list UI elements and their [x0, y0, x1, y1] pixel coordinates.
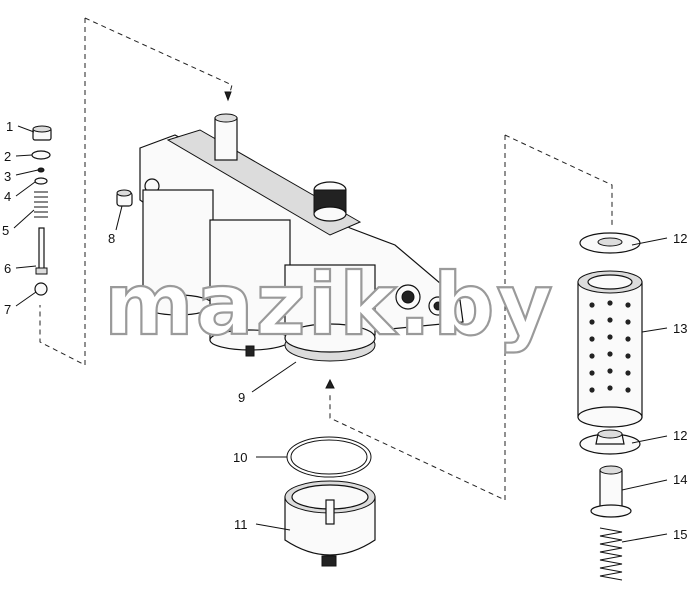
part-14-sleeve [590, 465, 632, 518]
part-8-plug [116, 189, 133, 207]
callout-11: 11 [234, 517, 248, 532]
callout-10: 10 [233, 450, 247, 465]
part-6-pin [35, 227, 48, 275]
part-5-spring [34, 191, 48, 218]
callout-4: 4 [4, 189, 11, 204]
watermark: mazik.by [104, 255, 555, 355]
valve-stack [31, 125, 52, 296]
part-12-bottom-seal [579, 429, 641, 455]
callout-3: 3 [4, 169, 11, 184]
callout-12b: 12 [673, 428, 687, 443]
part-12-top-seal [579, 232, 641, 254]
callout-1: 1 [6, 119, 13, 134]
flow-arrows [224, 91, 335, 389]
part-13-filter-element [577, 270, 643, 428]
part-2-washer [31, 150, 51, 160]
filter-housing [139, 113, 464, 362]
callout-5: 5 [2, 223, 9, 238]
callout-12a: 12 [673, 231, 687, 246]
callout-14: 14 [673, 472, 687, 487]
callout-13: 13 [673, 321, 687, 336]
callout-2: 2 [4, 149, 11, 164]
callout-15: 15 [673, 527, 687, 542]
part-15-spring [599, 527, 623, 581]
callout-numbers: 1 2 3 4 5 6 7 8 9 10 11 12 13 12 14 15 [2, 119, 687, 542]
part-1-plug [32, 125, 52, 141]
callout-6: 6 [4, 261, 11, 276]
part-3-ring [37, 167, 45, 173]
part-11-filter-cup [284, 480, 376, 567]
leader-lines [13, 125, 668, 543]
callout-8: 8 [108, 231, 115, 246]
part-10-o-ring [286, 436, 372, 478]
callout-7: 7 [4, 302, 11, 317]
callout-9: 9 [238, 390, 245, 405]
part-4-washer [34, 177, 48, 185]
part-7-ball [34, 282, 48, 296]
